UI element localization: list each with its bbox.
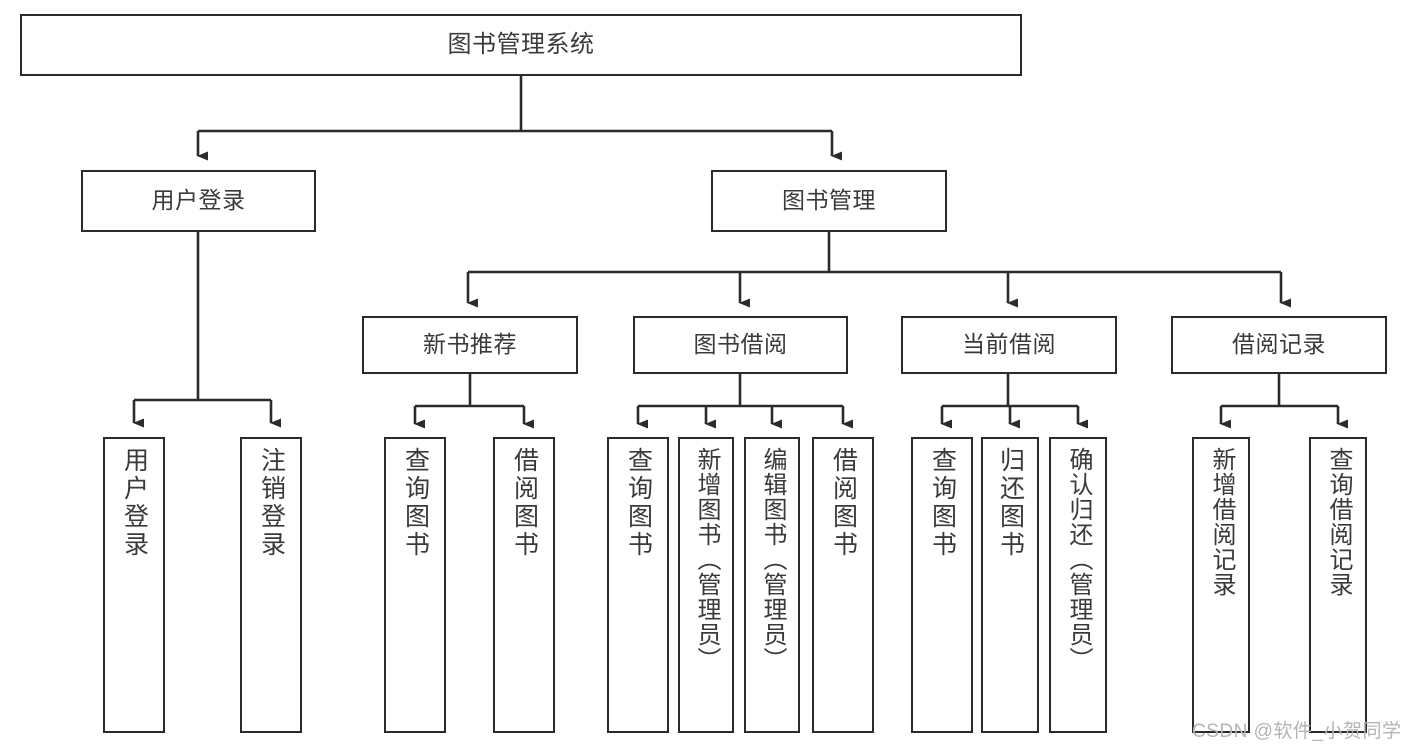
node-label: 借阅图书 [829,447,858,559]
node-label: 图书借阅 [693,331,788,358]
node-leaf-add-book-admin[interactable]: 新增图书（管理员） [678,437,734,733]
node-leaf-query-book-1[interactable]: 查询图书 [384,437,446,733]
node-leaf-query-borrow-record[interactable]: 查询借阅记录 [1309,437,1367,733]
node-label: 查询图书 [401,447,430,559]
node-label: 图书管理 [782,187,876,214]
node-label: 新增图书（管理员） [693,447,720,672]
node-leaf-query-book-3[interactable]: 查询图书 [911,437,973,733]
node-root-book-management-system[interactable]: 图书管理系统 [20,14,1022,76]
node-label: 新增借阅记录 [1208,447,1235,597]
node-label: 用户登录 [151,187,246,214]
node-leaf-borrow-book-2[interactable]: 借阅图书 [812,437,874,733]
node-current-borrow[interactable]: 当前借阅 [901,316,1117,374]
node-label: 注销登录 [257,447,286,559]
node-label: 借阅图书 [510,447,539,559]
node-label: 新书推荐 [423,331,517,358]
node-user-login[interactable]: 用户登录 [81,170,316,232]
node-leaf-edit-book-admin[interactable]: 编辑图书（管理员） [744,437,800,733]
node-label: 当前借阅 [962,331,1056,358]
node-book-borrow[interactable]: 图书借阅 [633,316,848,374]
node-label: 编辑图书（管理员） [759,447,786,672]
node-leaf-logout-login[interactable]: 注销登录 [240,437,302,733]
node-label: 归还图书 [996,447,1025,559]
node-book-management[interactable]: 图书管理 [711,170,947,232]
node-borrow-record[interactable]: 借阅记录 [1171,316,1387,374]
node-leaf-add-borrow-record[interactable]: 新增借阅记录 [1192,437,1250,733]
node-label: 查询图书 [928,447,957,559]
node-leaf-query-book-2[interactable]: 查询图书 [607,437,669,733]
node-label: 图书管理系统 [447,30,595,58]
node-label: 查询借阅记录 [1325,447,1352,597]
node-leaf-borrow-book-1[interactable]: 借阅图书 [493,437,555,733]
node-label: 借阅记录 [1232,331,1326,358]
node-leaf-confirm-return-admin[interactable]: 确认归还（管理员） [1049,437,1107,733]
node-leaf-user-login[interactable]: 用户登录 [103,437,165,733]
node-label: 确认归还（管理员） [1065,447,1092,672]
node-label: 用户登录 [120,447,149,559]
watermark-csdn: CSDN @软件_小贺同学 [1192,721,1402,742]
node-label: 查询图书 [624,447,653,559]
node-new-book-recommend[interactable]: 新书推荐 [362,316,578,374]
node-leaf-return-book[interactable]: 归还图书 [981,437,1039,733]
